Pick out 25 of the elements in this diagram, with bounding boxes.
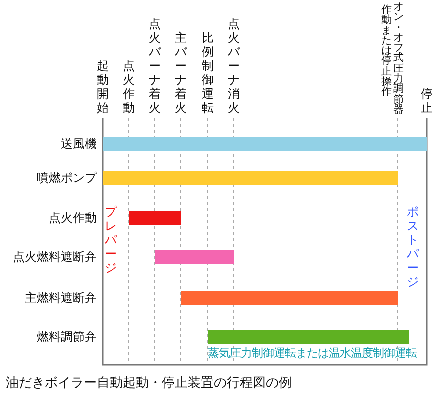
column-header: 点火バーナ消火: [227, 17, 241, 115]
row-label: 燃料調節弁: [37, 328, 97, 346]
timeline-bar: [208, 330, 409, 344]
column-header: 比例制御運転: [201, 31, 215, 115]
row-label: 送風機: [61, 136, 97, 152]
column-header: 作動または停止操作: [380, 5, 394, 98]
timeline-bar: [181, 291, 398, 305]
timeline-bar: [129, 211, 181, 225]
column-header: 停止: [420, 87, 434, 115]
row-label: 点火作動: [49, 210, 97, 226]
timeline-bar: [103, 137, 427, 151]
timeline-bar: [155, 250, 234, 264]
purge-label: プレパージ: [104, 205, 118, 275]
bar-note: 蒸気圧力制御運転または温水温度制御運転: [208, 346, 417, 361]
purge-label: ポストパージ: [406, 205, 420, 289]
timeline-bar: [103, 171, 398, 185]
column-header: 点火バーナ着火: [148, 17, 162, 115]
row-label: 点火燃料遮断弁: [13, 248, 97, 266]
row-label: 噴燃ポンプ: [37, 170, 97, 186]
column-header: オン・オフ式圧力調節器: [392, 2, 406, 116]
caption: 油だきボイラー自動起動・停止装置の行程図の例: [6, 375, 292, 392]
row-label: 主燃料遮断弁: [25, 290, 97, 306]
column-header: 起動開始: [96, 59, 110, 115]
column-header: 主バーナ着火: [174, 31, 188, 115]
column-header: 点火作動: [122, 59, 136, 115]
